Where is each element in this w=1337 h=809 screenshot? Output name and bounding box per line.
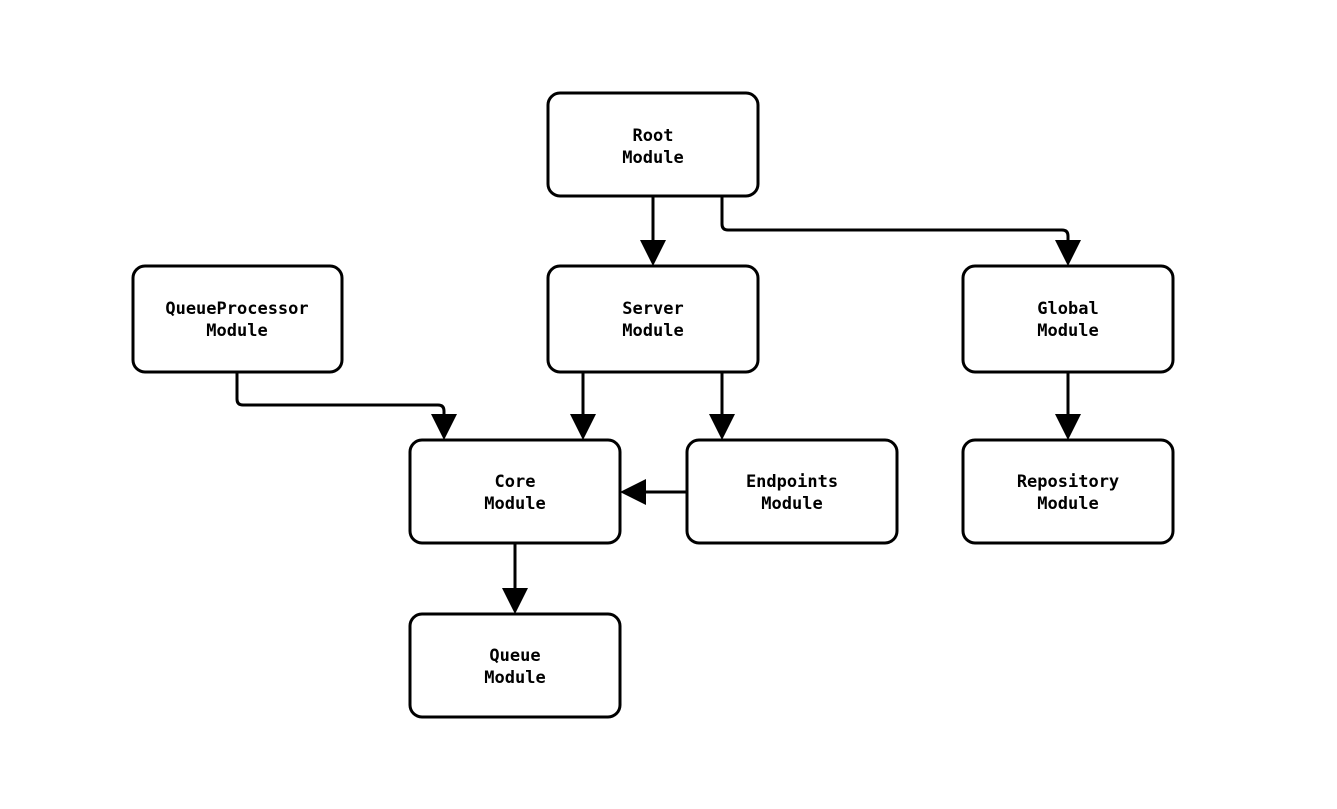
arrowhead-icon — [640, 240, 666, 266]
node-root[interactable]: Root Module — [546, 91, 760, 198]
node-label-line1: Repository — [1017, 472, 1119, 492]
arrowhead-icon — [709, 414, 735, 440]
edge-queueprocessor-to-core — [235, 372, 457, 440]
node-global[interactable]: Global Module — [961, 264, 1175, 374]
node-label-line2: Module — [484, 494, 545, 514]
arrowhead-icon — [1055, 414, 1081, 440]
arrowhead-icon — [502, 588, 528, 614]
node-label-line2: Module — [761, 494, 822, 514]
node-repository[interactable]: Repository Module — [961, 438, 1175, 545]
node-label-line1: Global — [1037, 299, 1098, 319]
node-box[interactable] — [961, 438, 1175, 545]
node-label-line2: Module — [484, 668, 545, 688]
edge-layer — [235, 196, 1081, 614]
node-box[interactable] — [546, 91, 760, 198]
node-layer: Root Module QueueProcessor Module Server… — [131, 91, 1175, 719]
node-box[interactable] — [131, 264, 344, 374]
node-label-line1: Root — [633, 126, 674, 146]
node-queueprocessor[interactable]: QueueProcessor Module — [131, 264, 344, 374]
arrowhead-icon — [1055, 240, 1081, 266]
arrowhead-icon — [570, 414, 596, 440]
arrowhead-icon — [620, 479, 646, 505]
edge-root-to-server — [640, 196, 666, 266]
node-label-line2: Module — [622, 321, 683, 341]
arrowhead-icon — [431, 414, 457, 440]
node-label-line1: Server — [622, 299, 683, 319]
edge-server-to-core — [570, 372, 596, 440]
node-label-line1: QueueProcessor — [165, 299, 308, 319]
edge-endpoints-to-core — [620, 479, 687, 505]
node-box[interactable] — [685, 438, 899, 545]
node-label-line2: Module — [1037, 494, 1098, 514]
node-box[interactable] — [408, 438, 622, 545]
node-queue[interactable]: Queue Module — [408, 612, 622, 719]
node-box[interactable] — [546, 264, 760, 374]
node-label-line1: Queue — [489, 646, 540, 666]
node-core[interactable]: Core Module — [408, 438, 622, 545]
edge-line — [235, 372, 446, 420]
edge-line — [720, 196, 1070, 246]
node-label-line1: Core — [495, 472, 536, 492]
node-box[interactable] — [408, 612, 622, 719]
edge-server-to-endpoints — [709, 372, 735, 440]
node-endpoints[interactable]: Endpoints Module — [685, 438, 899, 545]
node-box[interactable] — [961, 264, 1175, 374]
edge-global-to-repository — [1055, 372, 1081, 440]
node-server[interactable]: Server Module — [546, 264, 760, 374]
edge-core-to-queue — [502, 543, 528, 614]
node-label-line1: Endpoints — [746, 472, 838, 492]
node-label-line2: Module — [206, 321, 267, 341]
edge-root-to-global — [720, 196, 1081, 266]
node-label-line2: Module — [1037, 321, 1098, 341]
node-label-line2: Module — [622, 148, 683, 168]
